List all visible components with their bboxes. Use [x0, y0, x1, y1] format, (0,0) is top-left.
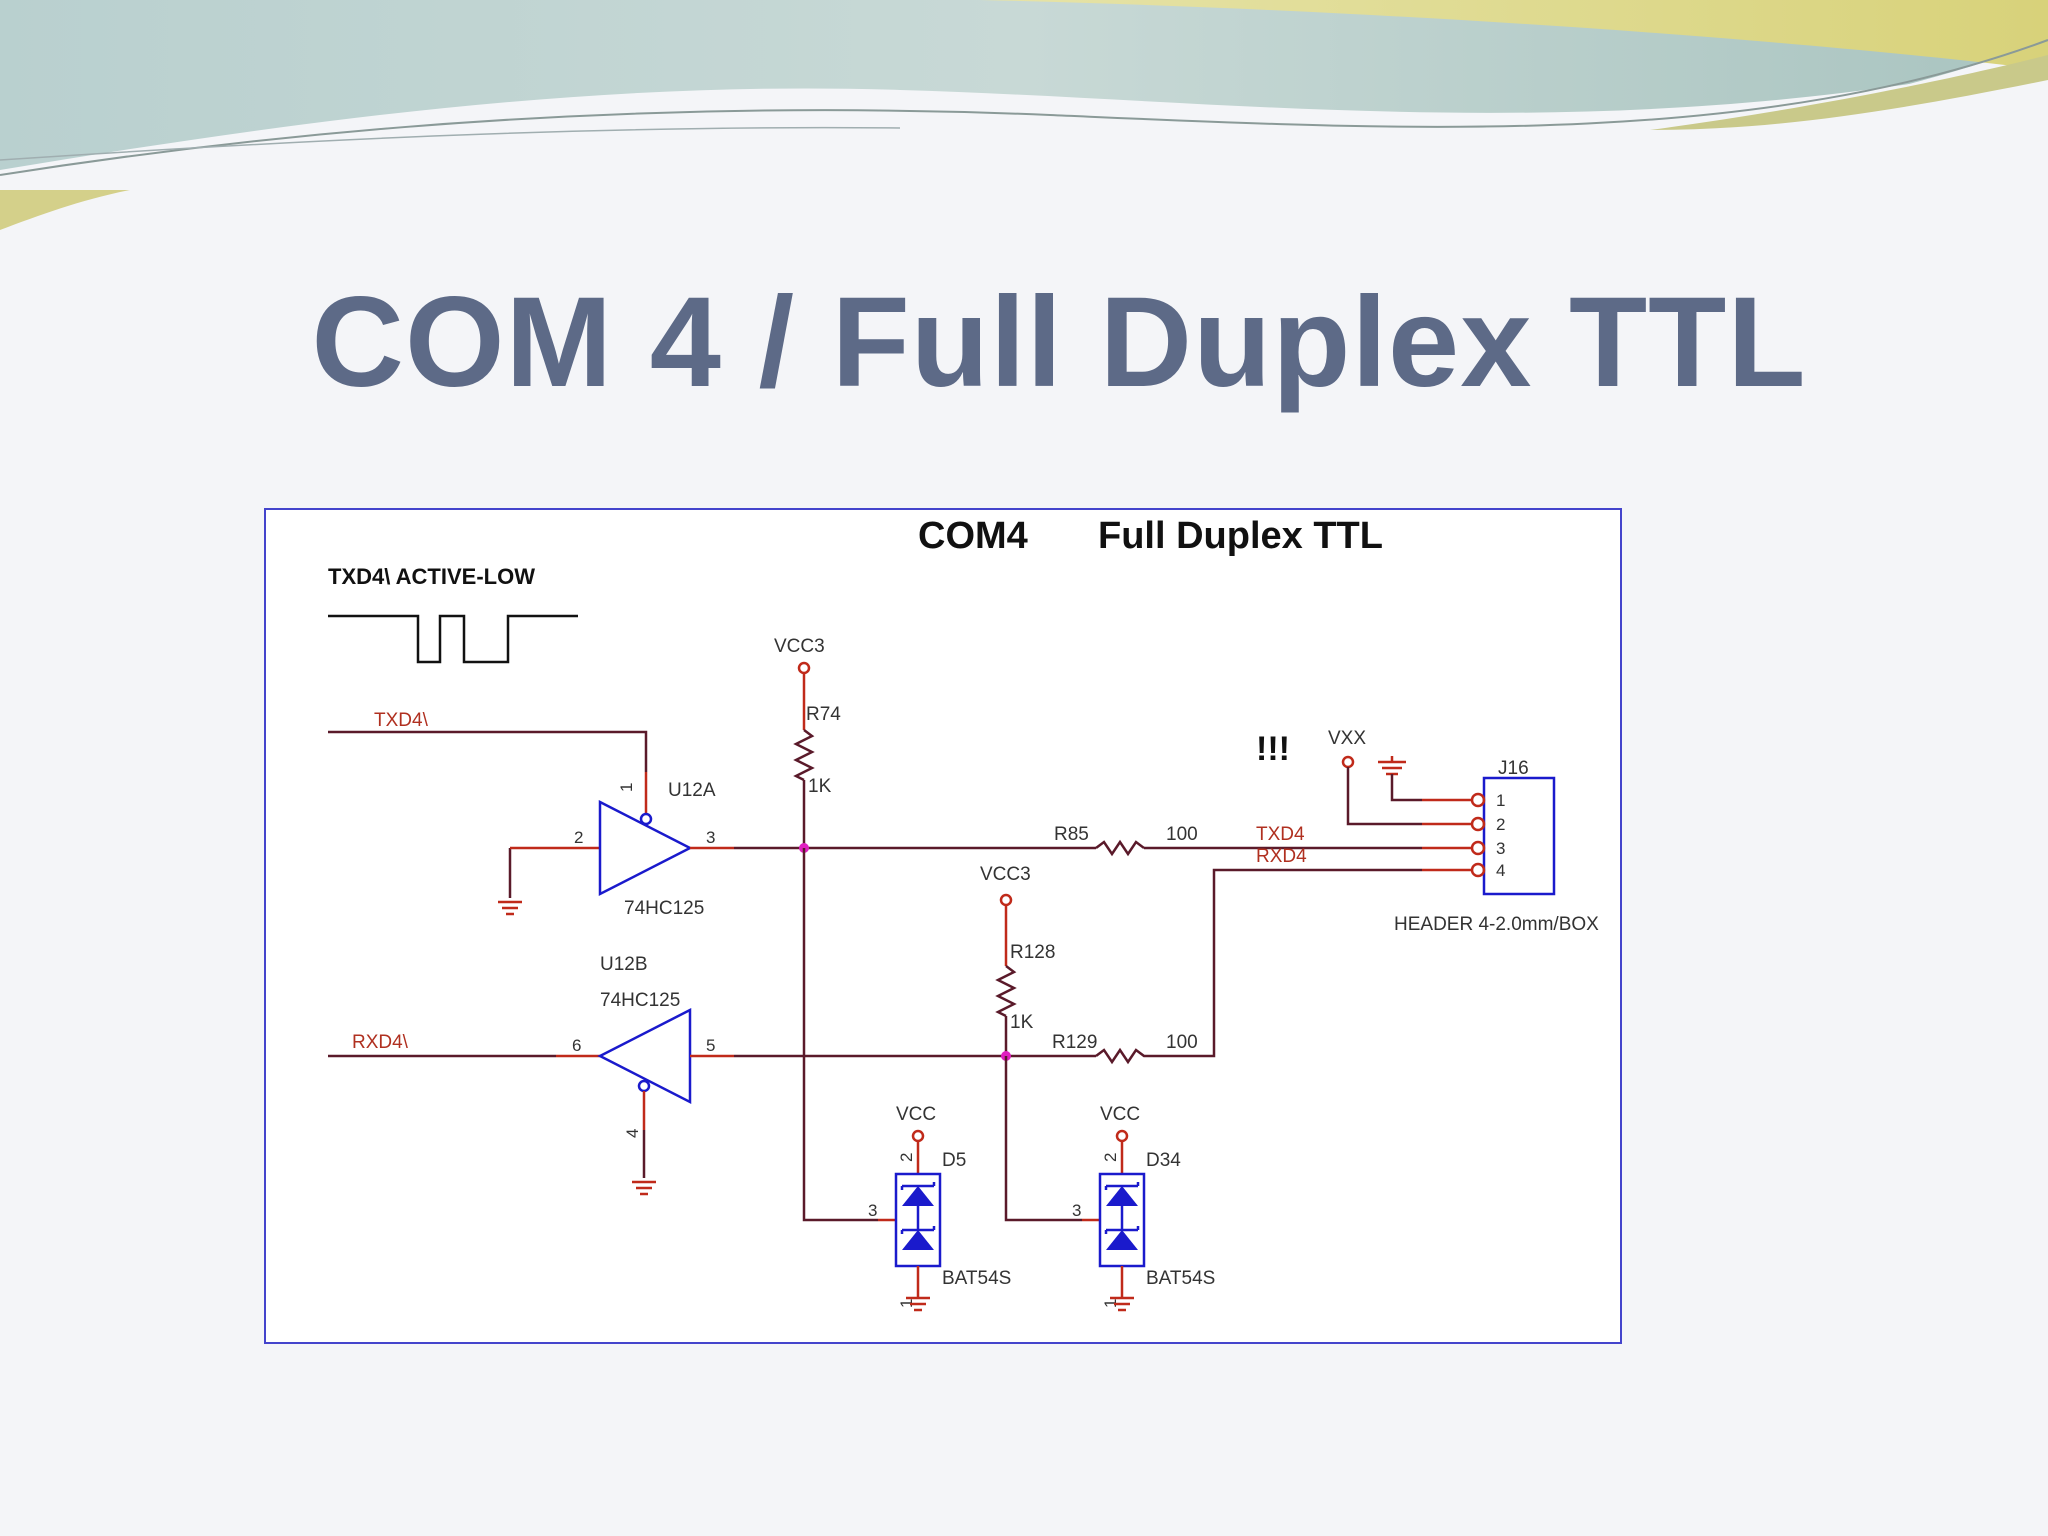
active-low-waveform	[328, 614, 578, 664]
u12b-pin-in: 6	[572, 1036, 581, 1055]
rxd4-out-wire	[1184, 868, 1422, 1058]
vcc-a-label: VCC	[896, 1104, 936, 1125]
vcc3-a-terminal	[797, 661, 811, 675]
r128-resistor	[995, 965, 1017, 1018]
vxx-label: VXX	[1328, 728, 1366, 749]
rxd4-in-label: RXD4\	[352, 1032, 409, 1053]
ground-symbol	[498, 900, 522, 916]
txd4-in-wire	[328, 730, 648, 772]
u12a-pin-out: 3	[706, 828, 715, 847]
u12a-buffer	[598, 799, 693, 897]
d34-diode	[1098, 1172, 1146, 1268]
vxx-terminal	[1341, 755, 1355, 769]
r128-ref: R128	[1010, 942, 1055, 963]
vcc-b-terminal	[1115, 1129, 1129, 1143]
vcc-a-terminal	[911, 1129, 925, 1143]
r85-ref: R85	[1054, 824, 1089, 845]
waveform-label: TXD4\ ACTIVE-LOW	[328, 564, 535, 589]
ground-symbol	[1378, 756, 1406, 776]
j16-ref: J16	[1498, 758, 1529, 779]
d5-diode	[894, 1172, 942, 1268]
u12b-ref: U12B	[600, 954, 648, 975]
u12a-pin-in: 2	[574, 828, 583, 847]
d34-part: BAT54S	[1146, 1268, 1215, 1289]
d5-pin-top: 2	[897, 1153, 916, 1162]
u12a-pin-oe: 1	[617, 783, 636, 792]
j16-connector	[1422, 776, 1556, 896]
j16-pin-4: 4	[1496, 861, 1505, 880]
j16-description: HEADER 4-2.0mm/BOX	[1394, 914, 1599, 935]
ground-symbol	[1110, 1296, 1134, 1312]
j16-pin-2: 2	[1496, 815, 1505, 834]
vcc3-b-terminal	[999, 893, 1013, 907]
u12a-ref: U12A	[668, 780, 716, 801]
u12a-part: 74HC125	[624, 898, 704, 919]
r85-resistor	[1095, 839, 1145, 857]
d34-pin-top: 2	[1101, 1153, 1120, 1162]
d5-part: BAT54S	[942, 1268, 1011, 1289]
slide-header-decoration	[0, 0, 2048, 230]
slide-title: COM 4 / Full Duplex TTL	[311, 271, 1807, 414]
r74-ref: R74	[806, 704, 841, 725]
schematic-header-com4: COM4	[918, 515, 1028, 557]
r128-value: 1K	[1010, 1012, 1034, 1033]
schematic-frame: COM4 Full Duplex TTL TXD4\ ACTIVE-LOW TX…	[264, 508, 1622, 1344]
txd4-in-label: TXD4\	[374, 710, 429, 731]
u12b-buffer	[597, 1007, 692, 1105]
u12b-pin-oe: 4	[623, 1129, 642, 1138]
ground-symbol	[906, 1296, 930, 1312]
warning-marks: !!!	[1256, 730, 1290, 768]
d5-pin-side: 3	[868, 1201, 877, 1220]
r129-resistor	[1095, 1047, 1184, 1065]
vxx-wire	[1346, 767, 1422, 826]
d5-ref: D5	[942, 1150, 966, 1171]
j16-pin-1: 1	[1496, 791, 1505, 810]
r85-value: 100	[1166, 824, 1198, 845]
ground-symbol	[632, 1180, 656, 1196]
vcc-b-label: VCC	[1100, 1104, 1140, 1125]
schematic-header-fullduplex: Full Duplex TTL	[1098, 515, 1383, 557]
r74-value: 1K	[808, 776, 832, 797]
r129-ref: R129	[1052, 1032, 1097, 1053]
rxd-clamp-wire	[1004, 1056, 1082, 1222]
d34-ref: D34	[1146, 1150, 1181, 1171]
u12b-pin-out: 5	[706, 1036, 715, 1055]
r74-resistor	[793, 729, 815, 782]
r129-value: 100	[1166, 1032, 1198, 1053]
d34-pin-side: 3	[1072, 1201, 1081, 1220]
gnd-pin1-wire	[1390, 774, 1422, 802]
u12b-part: 74HC125	[600, 990, 680, 1011]
txd-clamp-wire	[802, 848, 878, 1222]
vcc3-b-label: VCC3	[980, 864, 1031, 885]
txd4-out-label: TXD4	[1256, 824, 1305, 845]
j16-pin-3: 3	[1496, 839, 1505, 858]
schematic-diagram: COM4 Full Duplex TTL TXD4\ ACTIVE-LOW TX…	[328, 515, 1599, 1312]
rxd4-out-label: RXD4	[1256, 846, 1307, 867]
d34-pin-bottom: 1	[1101, 1299, 1120, 1308]
vcc3-a-label: VCC3	[774, 636, 825, 657]
d5-pin-bottom: 1	[897, 1299, 916, 1308]
